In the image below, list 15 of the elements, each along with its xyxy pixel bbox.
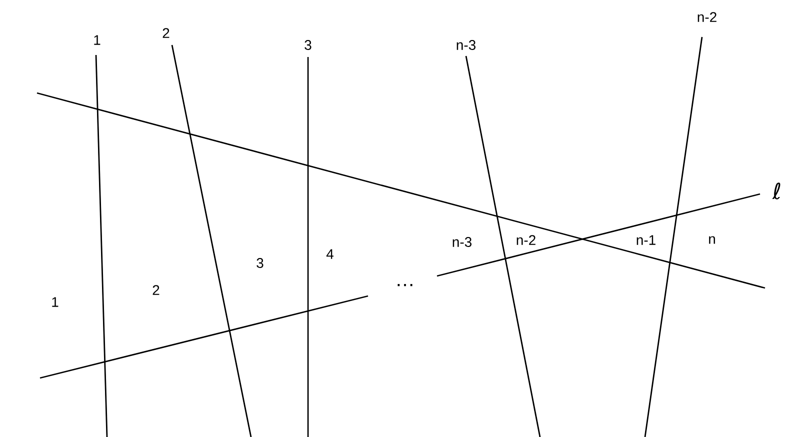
- region-label: 2: [152, 285, 160, 295]
- region-label: 3: [256, 258, 264, 268]
- line-label: 3: [304, 40, 312, 50]
- region-label: n-2: [516, 235, 536, 245]
- region-label: 1: [52, 297, 58, 307]
- line-label: 2: [162, 28, 170, 38]
- region-label: n-3: [452, 237, 472, 247]
- line-label: ℓ: [772, 182, 780, 200]
- ellipsis: …: [398, 284, 412, 286]
- region-label: n: [709, 236, 715, 244]
- region-label: n-1: [636, 235, 656, 245]
- region-label: 4: [326, 249, 334, 259]
- line-label: 1: [94, 35, 100, 45]
- line-label: n-2: [698, 12, 716, 22]
- line-label: n-3: [456, 40, 476, 50]
